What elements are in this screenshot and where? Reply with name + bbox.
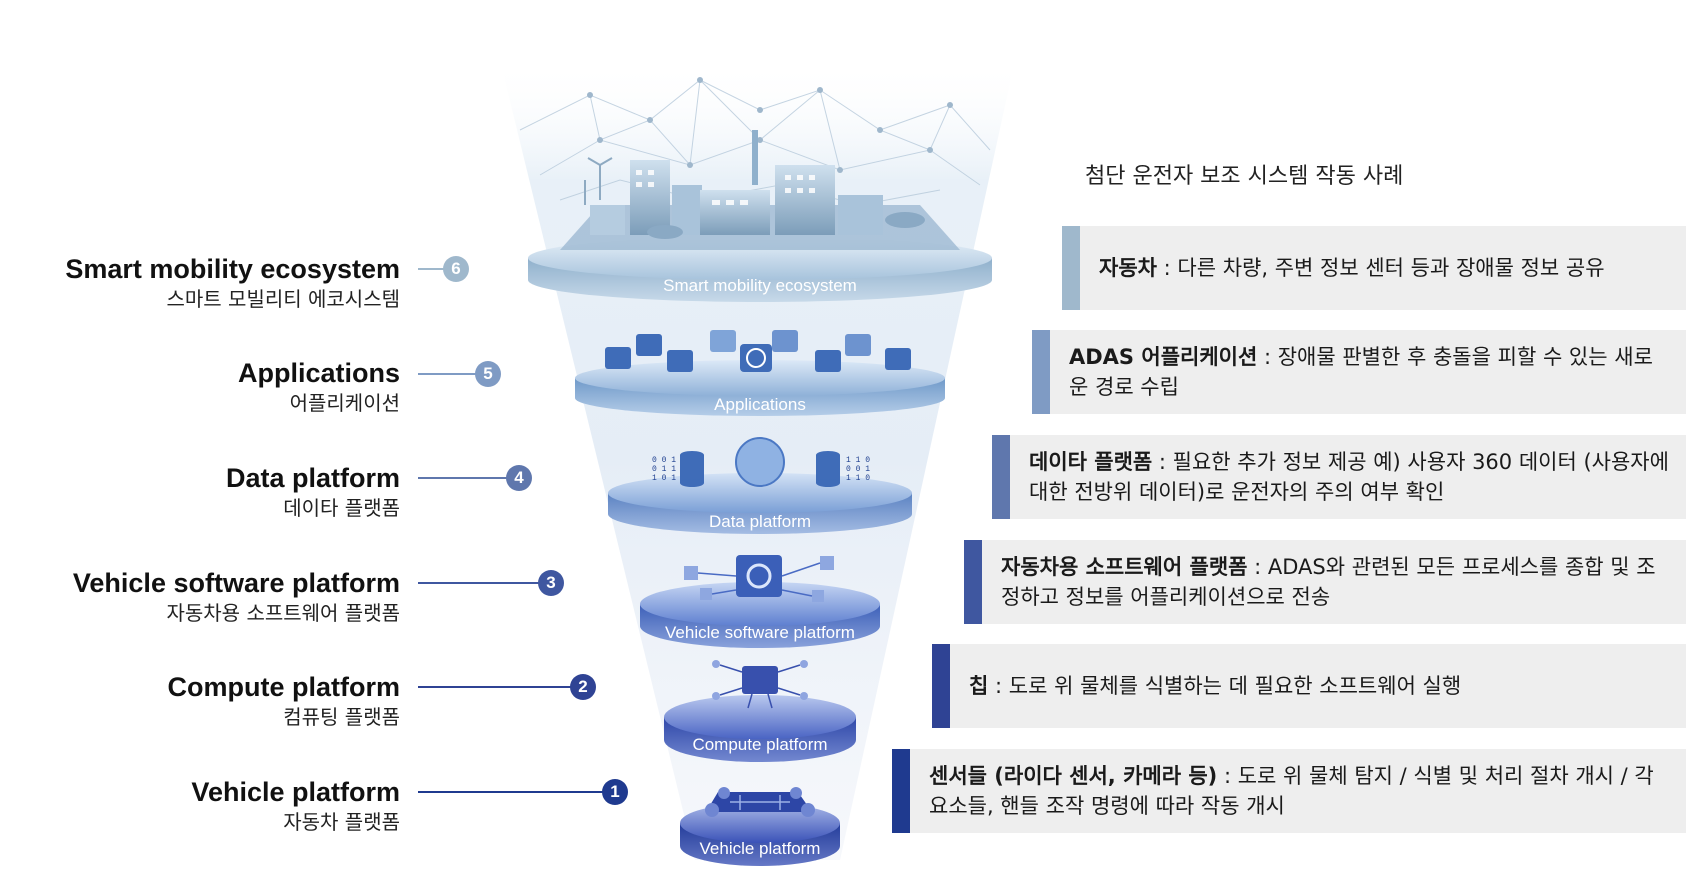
layer-2-description-subject: 칩 xyxy=(969,674,989,698)
layer-3-disc-label: Vehicle software platform xyxy=(665,623,855,642)
layer-1-number-marker: 1 xyxy=(602,779,628,805)
layer-6-description-subject: 자동차 xyxy=(1099,256,1157,280)
layer-6-label: Smart mobility ecosystem 스마트 모빌리티 에코시스템 xyxy=(65,253,400,313)
layer-5-disc: Applications xyxy=(575,330,945,416)
layer-6-disc: Smart mobility ecosystem xyxy=(528,130,992,302)
layer-4-number-marker: 4 xyxy=(506,465,532,491)
layer-6-korean-name: 스마트 모빌리티 에코시스템 xyxy=(166,287,400,311)
layer-4-connector xyxy=(418,477,510,479)
layer-5-description: ADAS 어플리케이션 : 장애물 판별한 후 충돌을 피할 수 있는 새로운 … xyxy=(1032,330,1686,414)
layer-5-description-bar xyxy=(1032,330,1050,414)
layer-1-description-subject: 센서들 (라이다 센서, 카메라 등) xyxy=(929,764,1218,788)
layer-3-label: Vehicle software platform 자동차용 소프트웨어 플랫폼 xyxy=(73,567,400,627)
layer-6-connector xyxy=(418,268,446,270)
layer-5-label: Applications 어플리케이션 xyxy=(238,357,400,417)
layer-5-korean-name: 어플리케이션 xyxy=(289,391,400,415)
layer-3-description-bar xyxy=(964,540,982,624)
layer-2-description-text: : 도로 위 물체를 식별하는 데 필요한 소프트웨어 실행 xyxy=(988,674,1462,698)
svg-text:0 1 1: 0 1 1 xyxy=(652,465,676,474)
layer-4-korean-name: 데이타 플랫폼 xyxy=(283,496,400,520)
layer-2-number-marker: 2 xyxy=(570,674,596,700)
layer-1-english-name: Vehicle platform xyxy=(191,777,400,807)
svg-text:0 0 1: 0 0 1 xyxy=(652,456,676,465)
layer-5-description-text: : 장애물 판별한 후 충돌을 피할 수 있는 새로운 경로 수립 xyxy=(1069,345,1653,399)
layer-6-description-bar xyxy=(1062,226,1080,310)
layer-2-disc: Compute platform xyxy=(664,660,856,762)
layer-3-connector xyxy=(418,582,542,584)
layer-2-description-bar xyxy=(932,644,950,728)
layer-1-korean-name: 자동차 플랫폼 xyxy=(283,810,400,834)
layer-2-korean-name: 컴퓨팅 플랫폼 xyxy=(283,705,400,729)
layer-2-connector xyxy=(418,686,574,688)
layer-1-description-text: : 도로 위 물체 탐지 / 식별 및 처리 절차 개시 / 각 요소들, 핸들… xyxy=(929,764,1654,818)
layer-5-connector xyxy=(418,373,478,375)
layer-4-label: Data platform 데이타 플랫폼 xyxy=(226,462,400,522)
svg-text:1 0 1: 1 0 1 xyxy=(652,474,676,483)
layer-3-korean-name: 자동차용 소프트웨어 플랫폼 xyxy=(166,601,400,625)
layer-6-description-text: : 다른 차량, 주변 정보 센터 등과 장애물 정보 공유 xyxy=(1156,256,1605,280)
layer-5-description-subject: ADAS 어플리케이션 xyxy=(1069,345,1258,369)
layer-4-disc-label: Data platform xyxy=(709,512,811,531)
layer-6-number-marker: 6 xyxy=(443,256,469,282)
layer-1-description: 센서들 (라이다 센서, 카메라 등) : 도로 위 물체 탐지 / 식별 및 … xyxy=(892,749,1686,833)
svg-text:1 1 0: 1 1 0 xyxy=(846,456,870,465)
layer-3-description-text: : ADAS와 관련된 모든 프로세스를 종합 및 조정하고 정보를 어플리케이… xyxy=(1001,555,1656,609)
right-section-title: 첨단 운전자 보조 시스템 작동 사례 xyxy=(1085,164,1404,189)
layer-3-description: 자동차용 소프트웨어 플랫폼 : ADAS와 관련된 모든 프로세스를 종합 및… xyxy=(964,540,1686,624)
layer-3-number-marker: 3 xyxy=(538,570,564,596)
layer-3-english-name: Vehicle software platform xyxy=(72,568,400,598)
layer-4-disc: 0 0 10 1 11 0 1 1 1 00 0 11 1 0 Data pla… xyxy=(608,437,912,534)
layer-2-description: 칩 : 도로 위 물체를 식별하는 데 필요한 소프트웨어 실행 xyxy=(932,644,1686,728)
layer-3-description-subject: 자동차용 소프트웨어 플랫폼 xyxy=(1001,555,1248,579)
layer-3-disc: Vehicle software platform xyxy=(640,555,880,648)
layer-5-disc-label: Applications xyxy=(714,395,806,414)
layer-4-english-name: Data platform xyxy=(225,463,400,493)
layer-1-disc-label: Vehicle platform xyxy=(700,839,821,858)
layer-5-english-name: Applications xyxy=(237,358,400,388)
layer-1-disc: Vehicle platform xyxy=(680,787,840,866)
layer-6-description: 자동차 : 다른 차량, 주변 정보 센터 등과 장애물 정보 공유 xyxy=(1062,226,1686,310)
layer-1-connector xyxy=(418,791,606,793)
layer-4-description-subject: 데이타 플랫폼 xyxy=(1029,450,1153,474)
layer-4-description: 데이타 플랫폼 : 필요한 추가 정보 제공 예) 사용자 360 데이터 (사… xyxy=(992,435,1686,519)
layer-4-description-bar xyxy=(992,435,1010,519)
layer-4-description-text: : 필요한 추가 정보 제공 예) 사용자 360 데이터 (사용자에 대한 전… xyxy=(1029,450,1669,504)
layer-6-disc-label: Smart mobility ecosystem xyxy=(663,276,857,295)
layer-2-disc-label: Compute platform xyxy=(692,735,827,754)
layer-1-label: Vehicle platform 자동차 플랫폼 xyxy=(191,776,400,836)
layer-6-english-name: Smart mobility ecosystem xyxy=(65,254,400,284)
layer-2-label: Compute platform 컴퓨팅 플랫폼 xyxy=(168,671,401,731)
layer-2-english-name: Compute platform xyxy=(167,672,401,702)
layer-5-number-marker: 5 xyxy=(475,361,501,387)
layer-1-description-bar xyxy=(892,749,910,833)
svg-text:1 1 0: 1 1 0 xyxy=(846,474,870,483)
svg-text:0 0 1: 0 0 1 xyxy=(846,465,870,474)
